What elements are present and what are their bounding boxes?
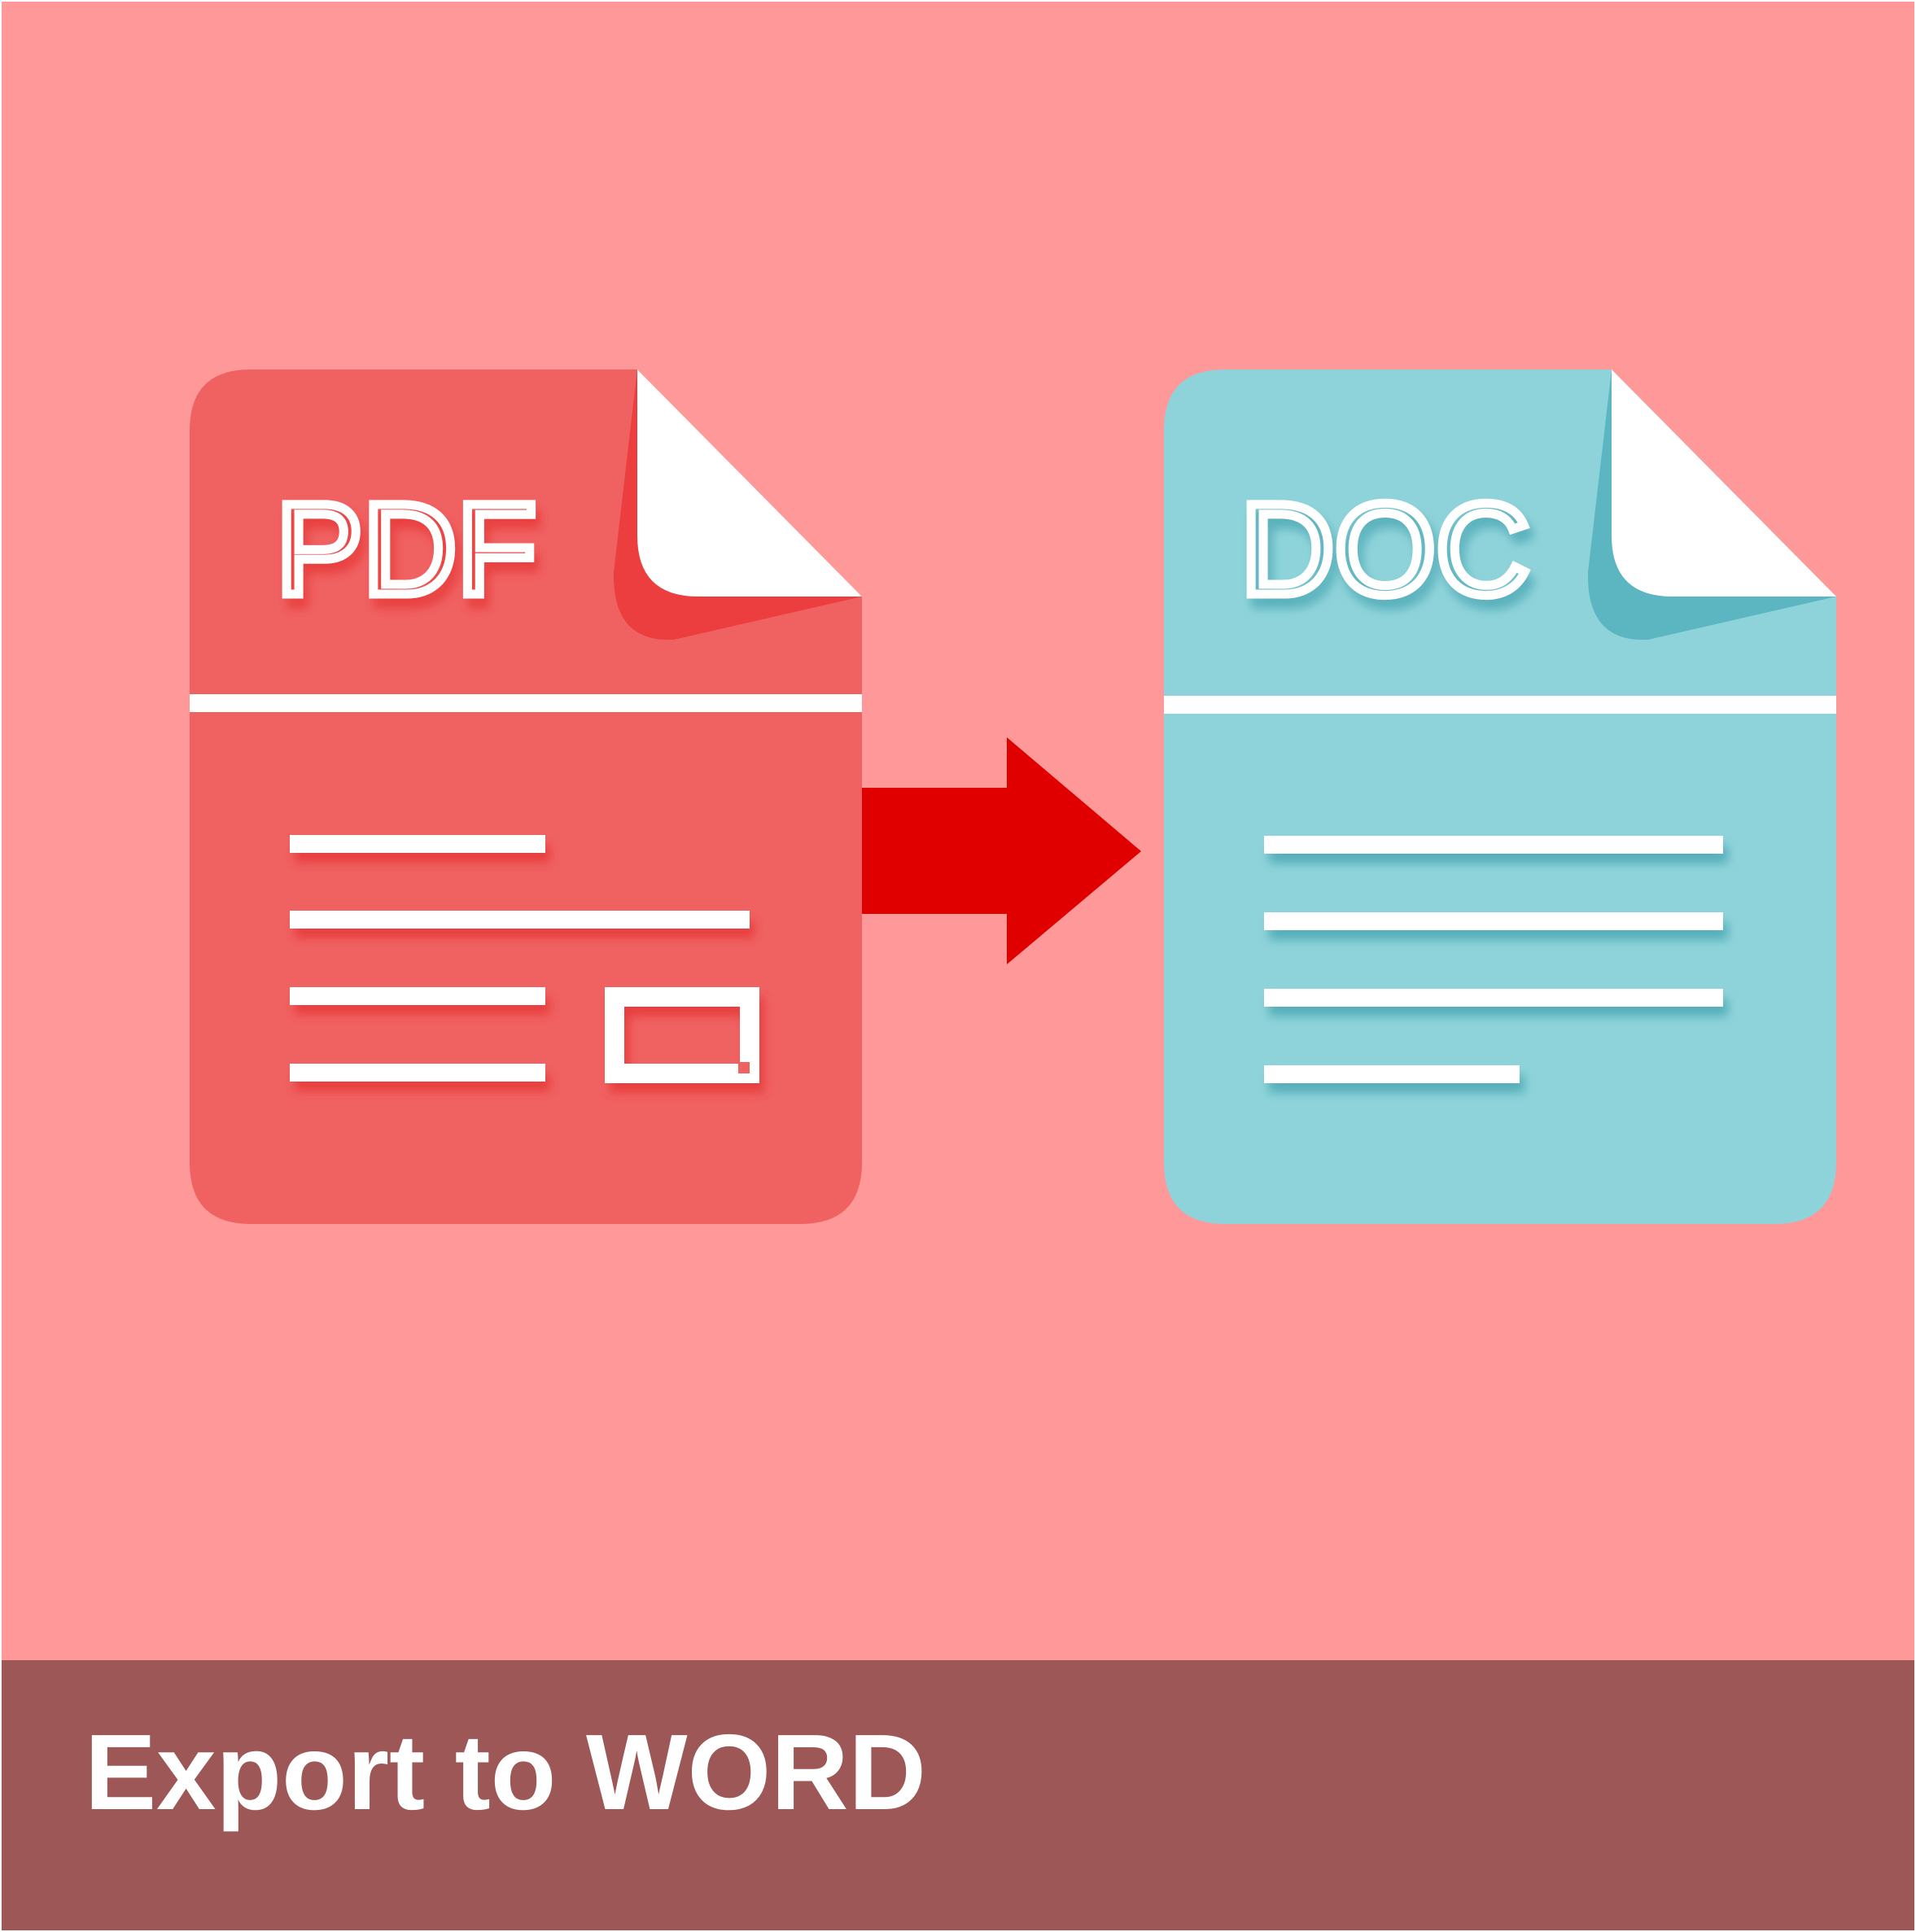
doc-divider [1164,696,1836,714]
text-line [290,987,545,1005]
doc-fold-corner [1612,369,1836,597]
footer-title: Export to WORD [85,1712,926,1832]
pdf-fold-corner [637,369,862,597]
pdf-file-icon: PDF [190,369,862,1224]
arrow-right-icon [862,737,1141,964]
text-line [1264,912,1723,930]
text-line [290,835,545,853]
doc-file-icon: DOC [1164,369,1836,1224]
image-placeholder-notch [738,1062,750,1073]
footer-banner [2,1660,1914,1930]
image-placeholder-icon [605,987,759,1083]
pdf-label: PDF [276,476,536,622]
text-line [1264,989,1723,1007]
text-line [290,1064,545,1082]
text-line [1264,1065,1520,1083]
pdf-text-lines [290,835,750,1082]
doc-label: DOC [1240,476,1530,622]
doc-text-lines [1264,836,1723,1083]
text-line [1264,836,1723,854]
text-line [290,911,750,929]
pdf-divider [190,694,862,712]
